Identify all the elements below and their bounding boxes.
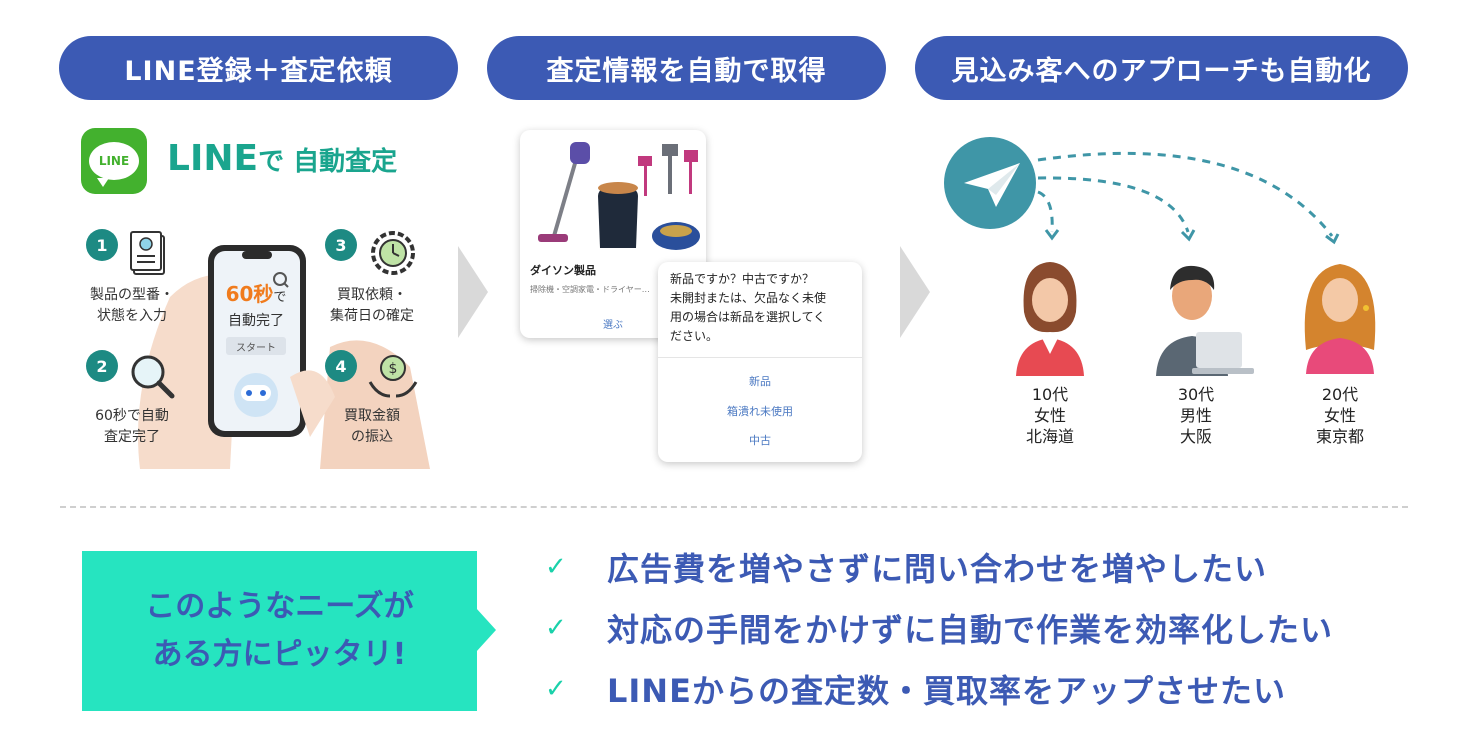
line-auto-assessment-title: LINEで 自動査定 bbox=[167, 138, 397, 179]
callout-pointer bbox=[476, 608, 496, 652]
step-1-badge: 1 bbox=[86, 229, 118, 261]
need-item-2: ✓ 対応の手間をかけずに自動で作業を効率化したい bbox=[545, 605, 1333, 651]
needs-line-2: ある方にピッタリ! bbox=[152, 637, 407, 672]
header-line-registration: LINE登録＋査定依頼 bbox=[59, 36, 458, 100]
option-unused-damaged-box[interactable]: 箱潰れ未使用 bbox=[727, 405, 793, 418]
phone-start-button: スタート bbox=[226, 339, 286, 354]
select-button[interactable]: 選ぶ bbox=[603, 320, 623, 331]
timer-seconds: 60秒 bbox=[225, 282, 274, 306]
woman-avatar-icon bbox=[1012, 258, 1088, 380]
check-icon: ✓ bbox=[545, 552, 567, 582]
person-gender: 女性 bbox=[1323, 406, 1356, 425]
person-age: 30代 bbox=[1177, 385, 1215, 404]
section-divider bbox=[60, 506, 1408, 508]
phone-screen-text: 60秒で 自動完了 bbox=[218, 283, 294, 332]
condition-question: 新品ですか？中古ですか？ 未開封または、欠品なく未使 用の場合は新品を選択してく… bbox=[670, 272, 827, 343]
svg-text:$: $ bbox=[389, 361, 398, 377]
product-card-title: ダイソン製品 bbox=[530, 264, 596, 277]
header-auto-approach: 見込み客へのアプローチも自動化 bbox=[915, 36, 1408, 100]
need-item-3: ✓ LINEからの査定数・買取率をアップさせたい bbox=[545, 666, 1286, 712]
line-logo-text: LINE bbox=[98, 154, 130, 168]
woman-long-hair-avatar-icon bbox=[1298, 260, 1382, 378]
check-icon: ✓ bbox=[545, 613, 567, 643]
flow-arrow-icon bbox=[900, 246, 930, 338]
step-number: 2 bbox=[96, 356, 108, 376]
dyson-products-image bbox=[538, 142, 700, 250]
product-card[interactable]: ダイソン製品 掃除機・空調家電・ドライヤー… 選ぶ bbox=[520, 130, 706, 338]
line-title-main: LINE bbox=[167, 138, 259, 179]
dashed-arrows bbox=[1037, 151, 1340, 245]
person-region: 大阪 bbox=[1179, 427, 1212, 446]
need-text: 広告費を増やさずに問い合わせを増やしたい bbox=[607, 550, 1268, 588]
need-text: 対応の手間をかけずに自動で作業を効率化したい bbox=[607, 611, 1334, 649]
step-number: 1 bbox=[96, 235, 108, 255]
person-1-info: 10代 女性 北海道 bbox=[990, 384, 1110, 447]
line-title-rest: で 自動査定 bbox=[258, 147, 398, 177]
person-3-info: 20代 女性 東京都 bbox=[1280, 384, 1400, 447]
step-3-badge: 3 bbox=[325, 229, 357, 261]
person-age: 20代 bbox=[1321, 385, 1359, 404]
dialog-divider bbox=[658, 357, 862, 358]
step-1-label: 製品の型番・ 状態を入力 bbox=[90, 287, 174, 324]
step-number: 4 bbox=[335, 356, 347, 376]
gear-clock-icon bbox=[368, 228, 418, 282]
check-icon: ✓ bbox=[545, 674, 567, 704]
man-laptop-avatar-icon bbox=[1152, 260, 1256, 380]
person-gender: 男性 bbox=[1179, 406, 1212, 425]
needs-line-1: このようなニーズが bbox=[145, 589, 414, 624]
step-4-badge: 4 bbox=[325, 350, 357, 382]
header-auto-fetch: 査定情報を自動で取得 bbox=[487, 36, 886, 100]
header-label: 査定情報を自動で取得 bbox=[546, 55, 827, 87]
person-age: 10代 bbox=[1031, 385, 1069, 404]
money-hands-icon: $ bbox=[368, 352, 418, 404]
magnifier-icon bbox=[128, 352, 176, 404]
header-label: LINE登録＋査定依頼 bbox=[124, 55, 393, 87]
step-2-label: 60秒で自動 査定完了 bbox=[95, 408, 169, 445]
needs-callout: このようなニーズが ある方にピッタリ! bbox=[82, 551, 477, 711]
timer-de: で bbox=[273, 290, 287, 305]
option-used[interactable]: 中古 bbox=[749, 434, 771, 447]
flow-arrow-icon bbox=[458, 246, 488, 338]
step-3-label: 買取依頼・ 集荷日の確定 bbox=[330, 287, 414, 324]
line-logo-icon: LINE bbox=[81, 128, 147, 194]
person-region: 北海道 bbox=[1025, 427, 1074, 446]
person-2-info: 30代 男性 大阪 bbox=[1136, 384, 1256, 447]
header-label: 見込み客へのアプローチも自動化 bbox=[951, 55, 1372, 87]
step-4-label: 買取金額 の振込 bbox=[344, 408, 400, 445]
timer-done: 自動完了 bbox=[228, 313, 284, 329]
paper-plane-icon bbox=[944, 137, 1036, 229]
need-item-1: ✓ 広告費を増やさずに問い合わせを増やしたい bbox=[545, 544, 1267, 590]
need-text: LINEからの査定数・買取率をアップさせたい bbox=[607, 672, 1286, 710]
start-label: スタート bbox=[236, 343, 276, 354]
step-number: 3 bbox=[335, 235, 347, 255]
product-card-subtitle: 掃除機・空調家電・ドライヤー… bbox=[530, 285, 650, 294]
person-gender: 女性 bbox=[1033, 406, 1066, 425]
condition-dialog: 新品ですか？中古ですか？ 未開封または、欠品なく未使 用の場合は新品を選択してく… bbox=[658, 262, 862, 462]
document-icon bbox=[130, 230, 170, 280]
option-new[interactable]: 新品 bbox=[749, 375, 771, 388]
person-region: 東京都 bbox=[1315, 427, 1364, 446]
step-2-badge: 2 bbox=[86, 350, 118, 382]
